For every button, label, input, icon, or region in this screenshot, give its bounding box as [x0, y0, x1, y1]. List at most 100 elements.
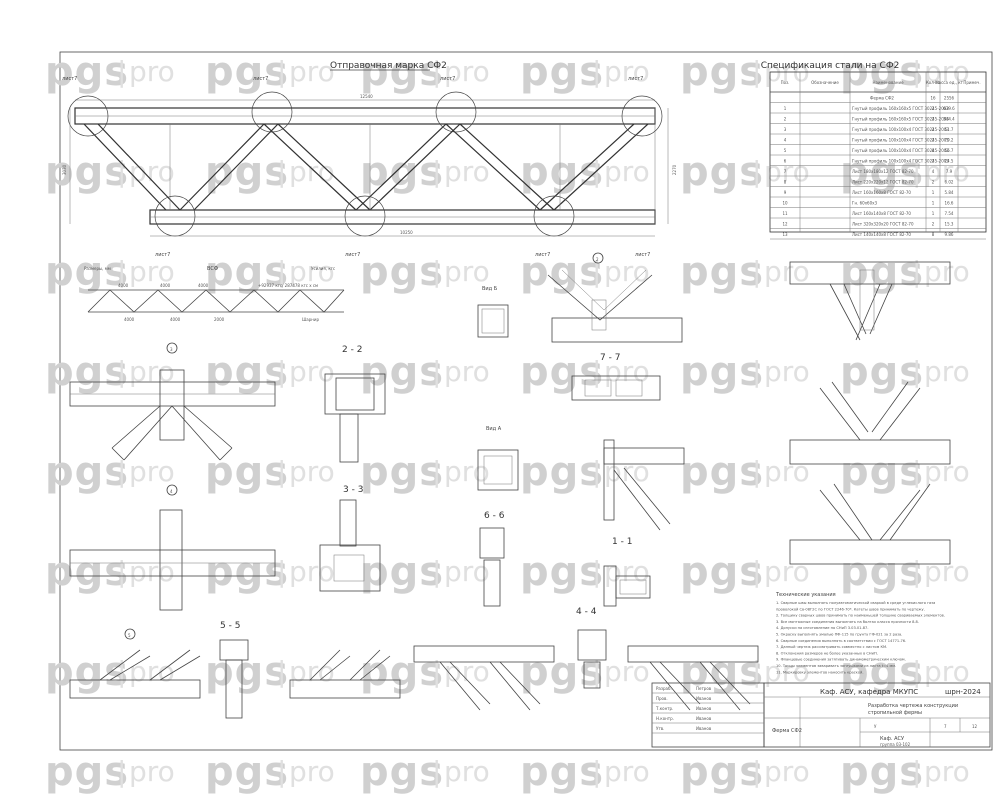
sheet-frame: [59, 51, 993, 751]
svg-text:|: |: [912, 455, 921, 488]
svg-text:2: 2: [932, 117, 935, 122]
tb-role: Разраб.: [656, 686, 672, 691]
note-line: 5. Окраску выполнять эмалью ПФ-115 по гр…: [776, 633, 902, 637]
section-1-1: 1 - 1: [603, 537, 651, 607]
svg-text:pro: pro: [289, 655, 335, 688]
svg-text:|: |: [752, 255, 761, 288]
spec-header: Поз.: [781, 80, 790, 85]
svg-text:|: |: [117, 455, 126, 488]
svg-text:|: |: [117, 155, 126, 188]
svg-text:|: |: [117, 355, 126, 388]
node-detail-4: 4: [69, 484, 276, 611]
node-label: лист7: [155, 252, 170, 258]
node-detail-1: [603, 439, 685, 531]
svg-text:|: |: [432, 155, 441, 188]
svg-text:pgs: pgs: [205, 49, 289, 95]
svg-text:pgs: pgs: [680, 449, 764, 495]
tb-name: Иванов: [696, 716, 712, 721]
note-line: 4. Допуски на изготовление по СНиП 3.03.…: [776, 626, 868, 630]
scheme-panel-dim: 4000: [118, 283, 129, 288]
watermark: pgs|pro: [680, 249, 810, 295]
node-detail-right-3: [789, 483, 951, 565]
svg-text:pgs: pgs: [360, 49, 444, 95]
svg-text:pro: pro: [924, 255, 970, 288]
watermark: pgs|pro: [45, 549, 175, 595]
svg-text:|: |: [752, 555, 761, 588]
truss-elevation: Отправочная марка СФ2: [62, 61, 677, 258]
svg-text:pro: pro: [764, 455, 810, 488]
scheme-bottom-dim: 4000: [170, 317, 181, 322]
svg-text:pgs: pgs: [680, 149, 764, 195]
svg-text:Вид А: Вид А: [486, 426, 502, 432]
tb-role: Пров.: [656, 696, 668, 701]
svg-text:2: 2: [784, 117, 787, 122]
node-label: лист7: [62, 76, 77, 82]
svg-text:16.6: 16.6: [945, 201, 954, 206]
svg-text:639.6: 639.6: [943, 106, 955, 111]
watermark: pgs|pro: [360, 49, 490, 95]
watermark: pgs|pro: [520, 749, 650, 795]
node-label: лист7: [535, 252, 550, 258]
svg-text:pgs: pgs: [205, 649, 289, 695]
tb-stage: У: [874, 724, 877, 729]
svg-text:pro: pro: [129, 55, 175, 88]
svg-text:pgs: pgs: [520, 249, 604, 295]
node-label: лист7: [628, 76, 643, 82]
svg-text:pro: pro: [924, 355, 970, 388]
specification-table: Спецификация стали на СФ2 Поз.Обозначени…: [761, 61, 987, 240]
watermark: pgs|pro: [520, 249, 650, 295]
svg-text:Лист 160х140х8 ГОСТ 82-70: Лист 160х140х8 ГОСТ 82-70: [852, 211, 911, 216]
spec-header: Обозначение: [811, 80, 839, 85]
scheme-panel-dim: 4000: [198, 283, 209, 288]
svg-text:pgs: pgs: [360, 149, 444, 195]
svg-text:Лист 140х140х8 ГОСТ 82-70: Лист 140х140х8 ГОСТ 82-70: [852, 232, 911, 237]
svg-text:|: |: [277, 355, 286, 388]
watermark: pgs|pro: [840, 449, 970, 495]
node-detail-right-1: [789, 261, 951, 341]
tb-group: группа 03-102: [880, 742, 911, 747]
svg-text:13: 13: [782, 232, 788, 237]
svg-text:16: 16: [930, 96, 936, 101]
svg-text:8: 8: [932, 148, 935, 153]
svg-text:pgs: pgs: [205, 449, 289, 495]
svg-text:pgs: pgs: [680, 49, 764, 95]
tb-role: Т.контр.: [655, 706, 673, 711]
spec-header: Примеч.: [963, 80, 980, 85]
svg-text:7.9: 7.9: [946, 169, 953, 174]
watermark: pgs|pro: [205, 249, 335, 295]
watermark: pgs|pro: [45, 349, 175, 395]
svg-text:Лист 180х180х12 ГОСТ 82-70: Лист 180х180х12 ГОСТ 82-70: [852, 169, 914, 174]
svg-text:pro: pro: [604, 155, 650, 188]
node-label: лист7: [635, 252, 650, 258]
svg-text:|: |: [912, 555, 921, 588]
svg-text:3 - 3: 3 - 3: [343, 485, 363, 495]
svg-text:pro: pro: [289, 355, 335, 388]
svg-text:pgs: pgs: [840, 349, 924, 395]
watermark: pgs|pro: [520, 149, 650, 195]
tb-org: Каф. АСУ: [880, 736, 904, 742]
node-detail-3: 3: [69, 342, 276, 461]
svg-text:4: 4: [784, 138, 787, 143]
scheme-caption-left: Размеры, мм: [84, 266, 111, 271]
svg-text:|: |: [117, 55, 126, 88]
watermark: pgs|pro: [520, 449, 650, 495]
node-detail-right-2: [789, 381, 951, 465]
svg-text:Гнутый профиль 160х160х5 ГОСТ: Гнутый профиль 160х160х5 ГОСТ 30245-2003: [852, 117, 949, 122]
svg-text:pro: pro: [129, 555, 175, 588]
spec-header: Кол-во: [926, 80, 941, 85]
watermark: pgs|pro: [840, 249, 970, 295]
watermark: pgs|pro: [360, 649, 490, 695]
svg-text:4: 4: [932, 169, 935, 174]
svg-text:pgs: pgs: [45, 349, 129, 395]
svg-text:Гн. 60х60х3: Гн. 60х60х3: [852, 201, 878, 206]
svg-text:|: |: [277, 55, 286, 88]
svg-text:pro: pro: [129, 255, 175, 288]
svg-text:pgs: pgs: [360, 449, 444, 495]
